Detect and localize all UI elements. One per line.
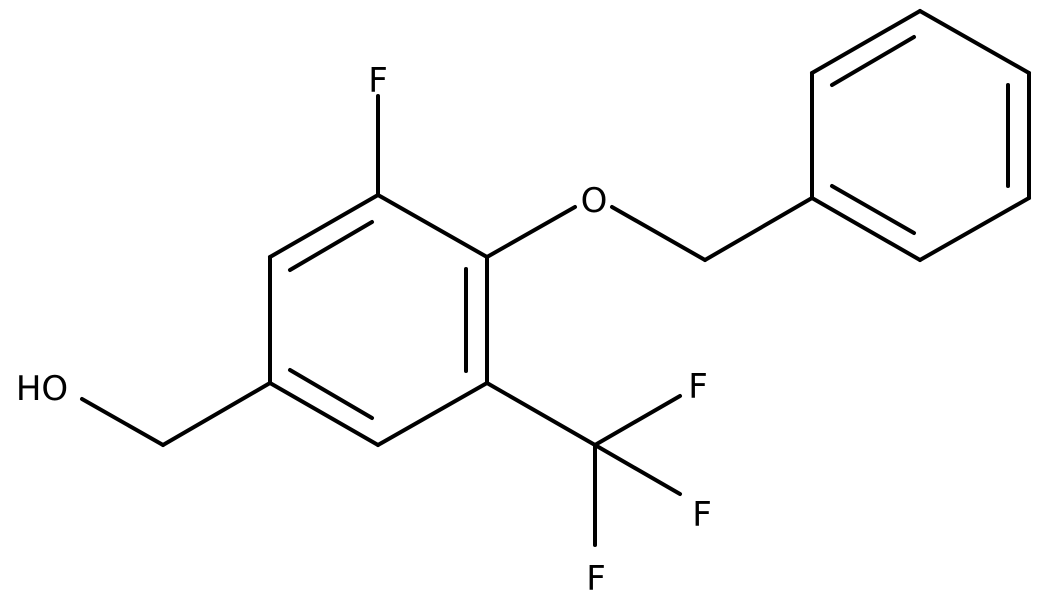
atom-label-ether-oxygen: O [581, 181, 608, 221]
bond-ring-cf3 [485, 381, 597, 447]
ring-bond-c1-c2 [268, 193, 380, 259]
ring-bond-c3-c4-inner [288, 368, 374, 420]
atom-label-cf3-fluorine-lower: F [586, 559, 606, 598]
atom-label-hydroxyl: HO [16, 369, 68, 409]
bond-c-o-ether [485, 205, 577, 259]
bond-cf3-f-middle [593, 443, 682, 496]
atom-label-fluorine-top: F [368, 61, 388, 101]
phenyl-bond-2-inner [830, 35, 916, 87]
ring-bond-c3-c4 [268, 381, 380, 447]
phenyl-ring [810, 9, 1031, 262]
ring-bond-c4-c5 [376, 381, 489, 447]
ring-bond-c1-c2-inner [288, 220, 374, 272]
bond-ch2-phenyl [703, 196, 814, 262]
phenyl-bond-6 [810, 196, 922, 262]
bond-o-ch2 [610, 205, 707, 262]
atom-label-cf3-fluorine-middle: F [692, 495, 712, 535]
ring-bond-c6-c1 [376, 193, 489, 259]
phenyl-bond-6-inner [830, 184, 916, 235]
phenyl-bond-2 [810, 9, 922, 75]
atom-label-cf3-fluorine-upper: F [688, 367, 708, 407]
phenyl-bond-5 [918, 196, 1031, 262]
bond-ch2-oh [80, 397, 165, 447]
central-benzene-ring [268, 193, 489, 447]
bond-cf3-f-upper [593, 394, 682, 447]
bond-ring-ch2oh [161, 381, 272, 447]
phenyl-bond-3 [918, 9, 1031, 75]
